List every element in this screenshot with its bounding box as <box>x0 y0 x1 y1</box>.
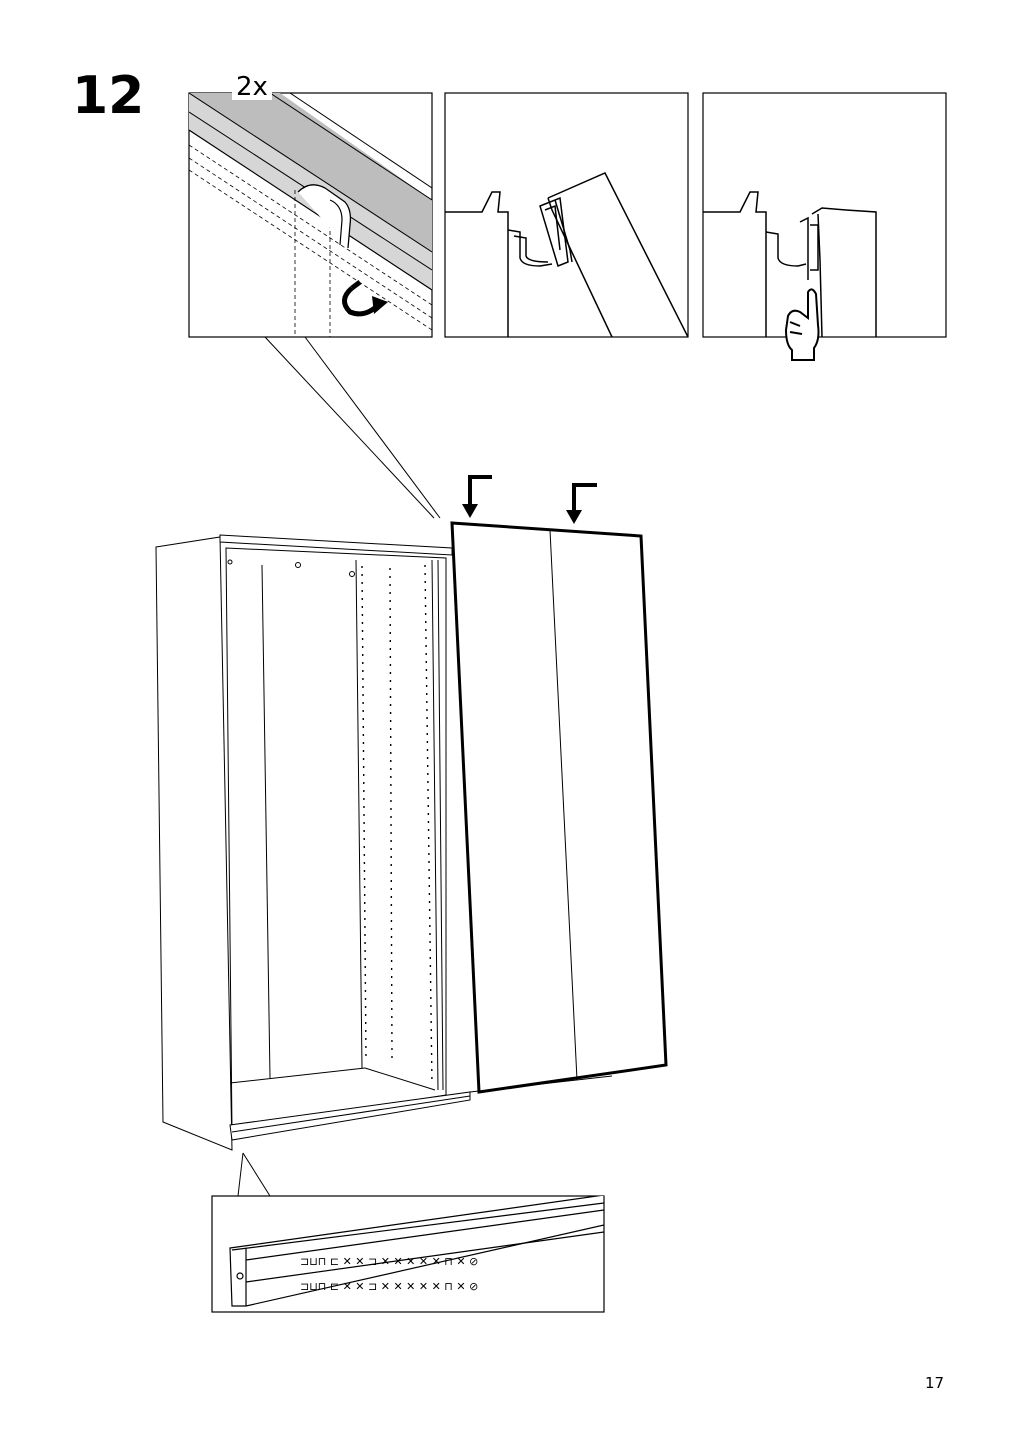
quantity-label: 2x <box>232 74 272 100</box>
rotate-arrow-icon <box>342 280 388 317</box>
detail-panel-bottom-rail: ⊐⊔⊓ ⊏ ✕ ✕ ⊐ ✕ ✕ ✕ ✕ ✕ ⊓ ✕ ⊘ ⊐⊔⊓ ⊏ ✕ ✕ ⊐ … <box>211 1195 605 1313</box>
step-number: 12 <box>72 66 145 126</box>
svg-text:⊐⊔⊓ ⊏ ✕ ✕ ⊐ ✕ ✕ ✕ ✕ ✕ ⊓ ✕ ⊘: ⊐⊔⊓ ⊏ ✕ ✕ ⊐ ✕ ✕ ✕ ✕ ✕ ⊓ ✕ ⊘ <box>300 1280 478 1293</box>
svg-text:⊐⊔⊓ ⊏ ✕ ✕ ⊐ ✕ ✕ ✕ ✕ ✕ ⊓ ✕ ⊘: ⊐⊔⊓ ⊏ ✕ ✕ ⊐ ✕ ✕ ✕ ✕ ✕ ⊓ ✕ ⊘ <box>300 1255 478 1268</box>
callout-lines <box>237 336 441 1197</box>
sliding-door-panel <box>450 521 668 1094</box>
down-arrow-icon <box>462 475 597 524</box>
detail-panel-clip-approach <box>444 92 689 338</box>
detail-panel-hook <box>188 92 433 338</box>
detail-panel-press <box>702 92 947 361</box>
page-number: 17 <box>925 1374 945 1392</box>
wardrobe-frame <box>155 534 613 1151</box>
hand-press-icon <box>784 288 820 361</box>
